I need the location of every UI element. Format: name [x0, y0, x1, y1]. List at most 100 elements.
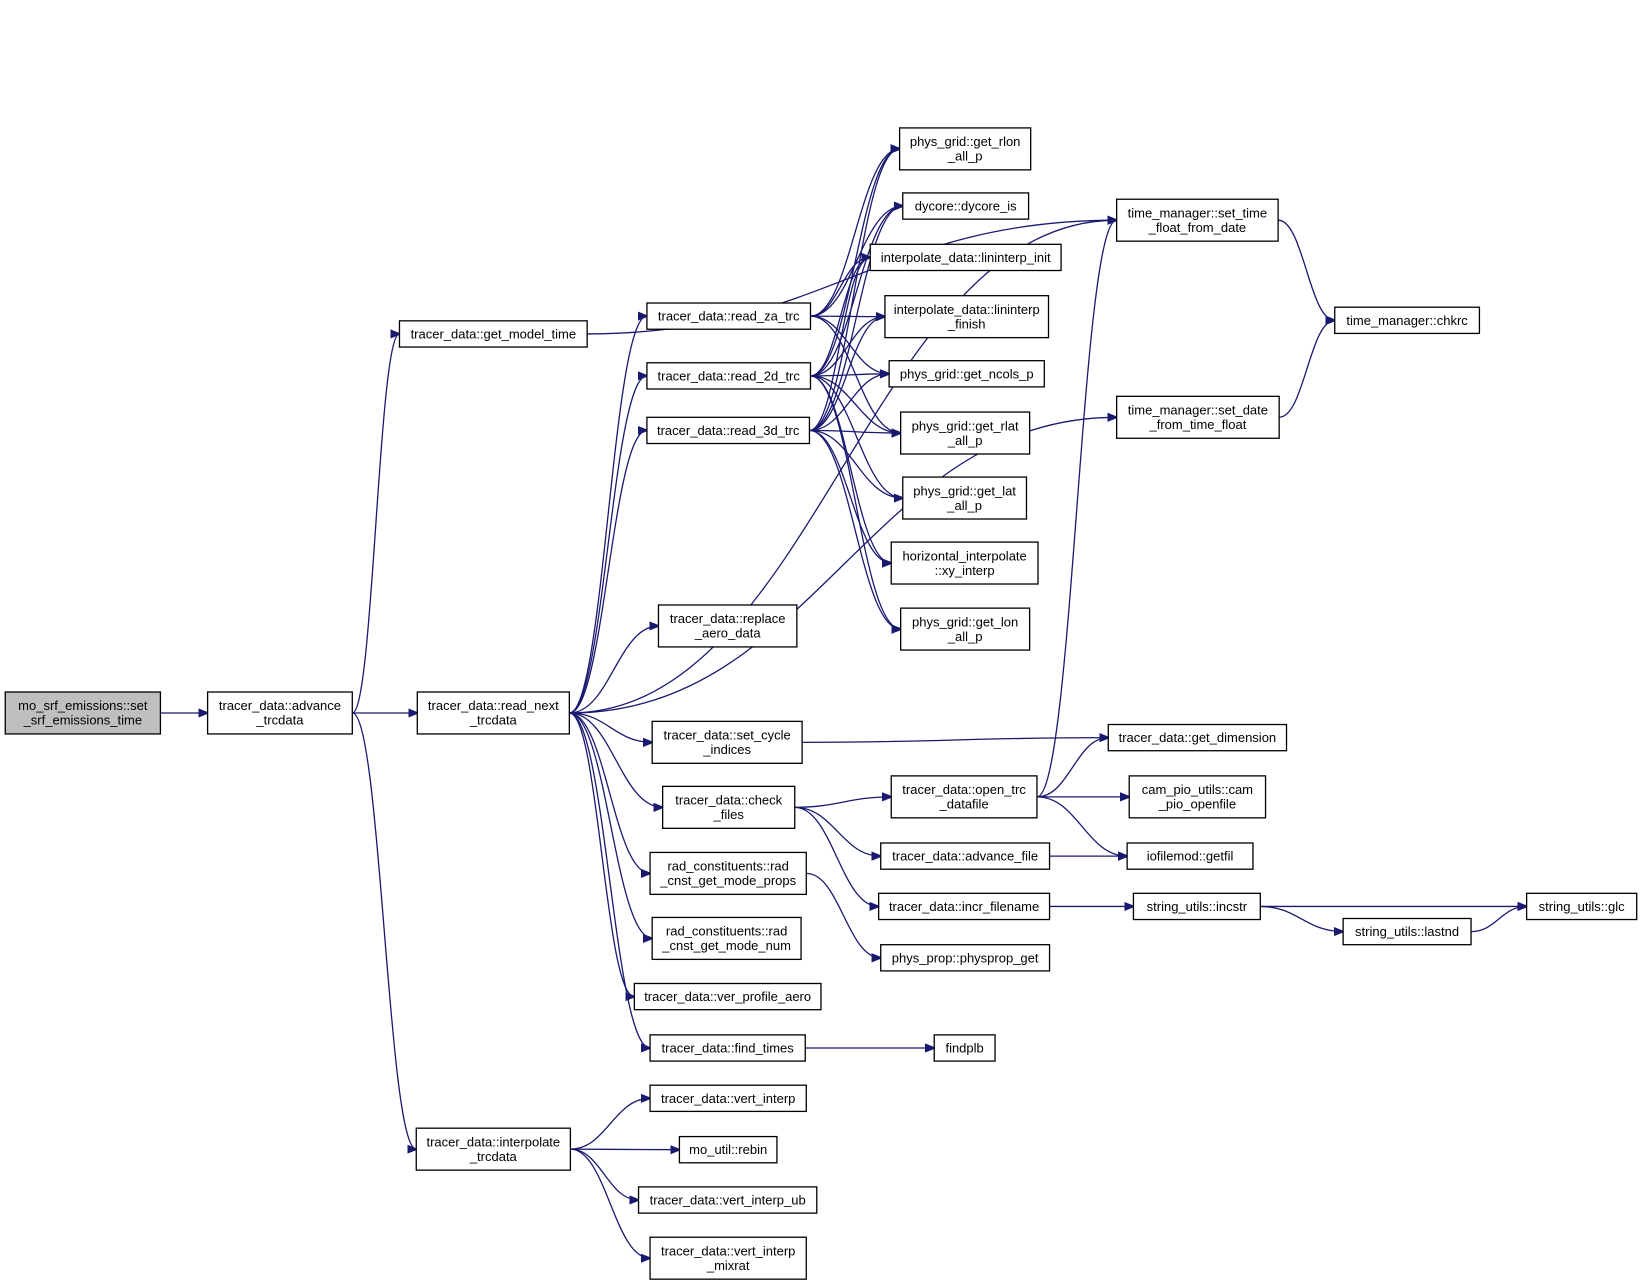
node-box — [902, 192, 1030, 220]
node-xy_interp[interactable]: horizontal_interpolate::xy_interp — [890, 541, 1039, 585]
node-rad_cnst_get_mode_num[interactable]: rad_constituents::rad_cnst_get_mode_num — [651, 916, 802, 961]
node-label: _mixrat — [706, 1258, 750, 1273]
node-label: phys_prop::physprop_get — [892, 950, 1039, 965]
edge-interpolate_trcdata-to-vert_interp — [570, 1098, 650, 1150]
node-label: rad_constituents::rad — [666, 924, 787, 939]
node-vert_interp_mixrat[interactable]: tracer_data::vert_interp_mixrat — [649, 1236, 807, 1280]
node-label: tracer_data::open_trc — [902, 782, 1026, 797]
edge-read_2d_trc-to-xy_interp — [810, 375, 891, 563]
node-label: time_manager::set_date — [1128, 403, 1268, 418]
node-read_za_trc[interactable]: tracer_data::read_za_trc — [646, 302, 812, 330]
node-label: cam_pio_utils::cam — [1142, 782, 1253, 797]
edge-read_za_trc-to-get_rlon_all_p — [810, 149, 899, 317]
node-label: tracer_data::vert_interp — [661, 1091, 795, 1106]
node-lininterp_finish[interactable]: interpolate_data::lininterp_finish — [884, 295, 1050, 339]
node-label: _finish — [947, 316, 986, 331]
node-label: _from_time_float — [1148, 417, 1246, 432]
node-get_lat_all_p[interactable]: phys_grid::get_lat_all_p — [902, 476, 1028, 520]
node-incr_filename[interactable]: tracer_data::incr_filename — [877, 892, 1051, 921]
edge-read_next_trcdata-to-set_time_float_from_date — [569, 220, 1116, 714]
node-glc[interactable]: string_utils::glc — [1525, 892, 1638, 921]
edge-advance_trcdata-to-get_model_time — [351, 334, 399, 714]
node-label: findplb — [945, 1040, 983, 1055]
node-layer: mo_srf_emissions::set_srf_emissions_time… — [4, 127, 1638, 1280]
node-box — [1342, 917, 1472, 946]
node-get_rlat_all_p[interactable]: phys_grid::get_rlat_all_p — [900, 411, 1031, 455]
node-read_2d_trc[interactable]: tracer_data::read_2d_trc — [646, 362, 812, 390]
edge-read_3d_trc-to-lininterp_init — [809, 257, 870, 432]
node-rebin[interactable]: mo_util::rebin — [678, 1135, 778, 1164]
edge-set_cycle_indices-to-get_dimension — [802, 738, 1108, 743]
node-ver_profile_aero[interactable]: tracer_data::ver_profile_aero — [633, 982, 822, 1011]
node-label: tracer_data::get_dimension — [1119, 730, 1277, 745]
node-get_lon_all_p[interactable]: phys_grid::get_lon_all_p — [900, 607, 1031, 651]
node-label: _pio_openfile — [1158, 797, 1236, 812]
node-label: tracer_data::check — [675, 793, 782, 808]
node-label: tracer_data::advance_file — [892, 849, 1038, 864]
node-box — [888, 360, 1045, 388]
node-label: tracer_data::read_za_trc — [658, 309, 800, 324]
edge-check_files-to-open_trc_datafile — [794, 797, 891, 808]
edge-layer — [160, 149, 1526, 1258]
node-chkrc[interactable]: time_manager::chkrc — [1334, 306, 1481, 335]
node-replace_aero_data[interactable]: tracer_data::replace_aero_data — [657, 604, 798, 648]
node-set_time_float_from_date[interactable]: time_manager::set_time_float_from_date — [1116, 198, 1279, 242]
node-label: time_manager::set_time — [1128, 205, 1267, 220]
node-cam_pio_openfile[interactable]: cam_pio_utils::cam_pio_openfile — [1128, 775, 1267, 819]
node-box — [206, 691, 353, 735]
edge-read_3d_trc-to-lininterp_finish — [809, 317, 884, 432]
node-box — [633, 982, 822, 1011]
node-find_times[interactable]: tracer_data::find_times — [649, 1034, 806, 1062]
node-incstr[interactable]: string_utils::incstr — [1132, 892, 1261, 921]
edge-read_3d_trc-to-get_lon_all_p — [809, 429, 900, 629]
node-rad_cnst_get_mode_props[interactable]: rad_constituents::rad_cnst_get_mode_prop… — [649, 851, 807, 896]
edge-read_next_trcdata-to-read_2d_trc — [569, 376, 647, 714]
node-box — [900, 607, 1031, 651]
node-get_dimension[interactable]: tracer_data::get_dimension — [1107, 723, 1288, 752]
node-label: _cnst_get_mode_num — [661, 938, 791, 953]
node-box — [649, 1084, 807, 1113]
node-label: string_utils::incstr — [1147, 899, 1248, 914]
node-set_date_from_time_float[interactable]: time_manager::set_date_from_time_float — [1116, 395, 1280, 439]
node-findplb[interactable]: findplb — [933, 1034, 996, 1062]
node-set_cycle_indices[interactable]: tracer_data::set_cycle_indices — [651, 720, 803, 764]
node-label: phys_grid::get_rlon — [910, 134, 1021, 149]
node-box — [1107, 723, 1288, 752]
node-label: mo_srf_emissions::set — [18, 698, 148, 713]
node-label: _files — [713, 807, 745, 822]
node-box — [880, 944, 1051, 972]
node-vert_interp[interactable]: tracer_data::vert_interp — [649, 1084, 807, 1113]
node-get_model_time[interactable]: tracer_data::get_model_time — [398, 320, 588, 348]
node-label: phys_grid::get_rlat — [912, 418, 1019, 433]
node-open_trc_datafile[interactable]: tracer_data::open_trc_datafile — [890, 775, 1038, 819]
node-box — [1116, 395, 1280, 439]
node-advance_file[interactable]: tracer_data::advance_file — [880, 842, 1051, 870]
edge-read_3d_trc-to-dycore_is — [809, 206, 902, 432]
node-box — [4, 691, 162, 735]
node-read_3d_trc[interactable]: tracer_data::read_3d_trc — [646, 416, 811, 445]
node-set_srf[interactable]: mo_srf_emissions::set_srf_emissions_time — [4, 691, 162, 735]
node-vert_interp_ub[interactable]: tracer_data::vert_interp_ub — [637, 1186, 818, 1214]
node-check_files[interactable]: tracer_data::check_files — [662, 785, 796, 829]
node-get_rlon_all_p[interactable]: phys_grid::get_rlon_all_p — [898, 127, 1032, 171]
node-box — [933, 1034, 996, 1062]
node-lininterp_init[interactable]: interpolate_data::lininterp_init — [869, 243, 1062, 272]
node-label: phys_grid::get_lon — [912, 614, 1018, 629]
node-advance_trcdata[interactable]: tracer_data::advance_trcdata — [206, 691, 353, 735]
node-label: ::xy_interp — [935, 563, 995, 578]
node-physprop_get[interactable]: phys_prop::physprop_get — [880, 944, 1051, 972]
node-get_ncols_p[interactable]: phys_grid::get_ncols_p — [888, 360, 1045, 388]
node-box — [651, 916, 802, 961]
edge-read_next_trcdata-to-replace_aero_data — [569, 626, 658, 714]
edge-incstr-to-lastnd — [1260, 905, 1343, 931]
node-box — [902, 476, 1028, 520]
node-read_next_trcdata[interactable]: tracer_data::read_next_trcdata — [416, 691, 570, 735]
node-interpolate_trcdata[interactable]: tracer_data::interpolate_trcdata — [415, 1127, 572, 1171]
edge-read_next_trcdata-to-read_za_trc — [569, 316, 647, 714]
edge-set_time_float_from_date-to-chkrc — [1278, 219, 1335, 320]
node-label: tracer_data::vert_interp_ub — [650, 1193, 806, 1208]
node-box — [1126, 842, 1254, 870]
node-lastnd[interactable]: string_utils::lastnd — [1342, 917, 1472, 946]
node-dycore_is[interactable]: dycore::dycore_is — [902, 192, 1030, 220]
node-getfil[interactable]: iofilemod::getfil — [1126, 842, 1254, 870]
